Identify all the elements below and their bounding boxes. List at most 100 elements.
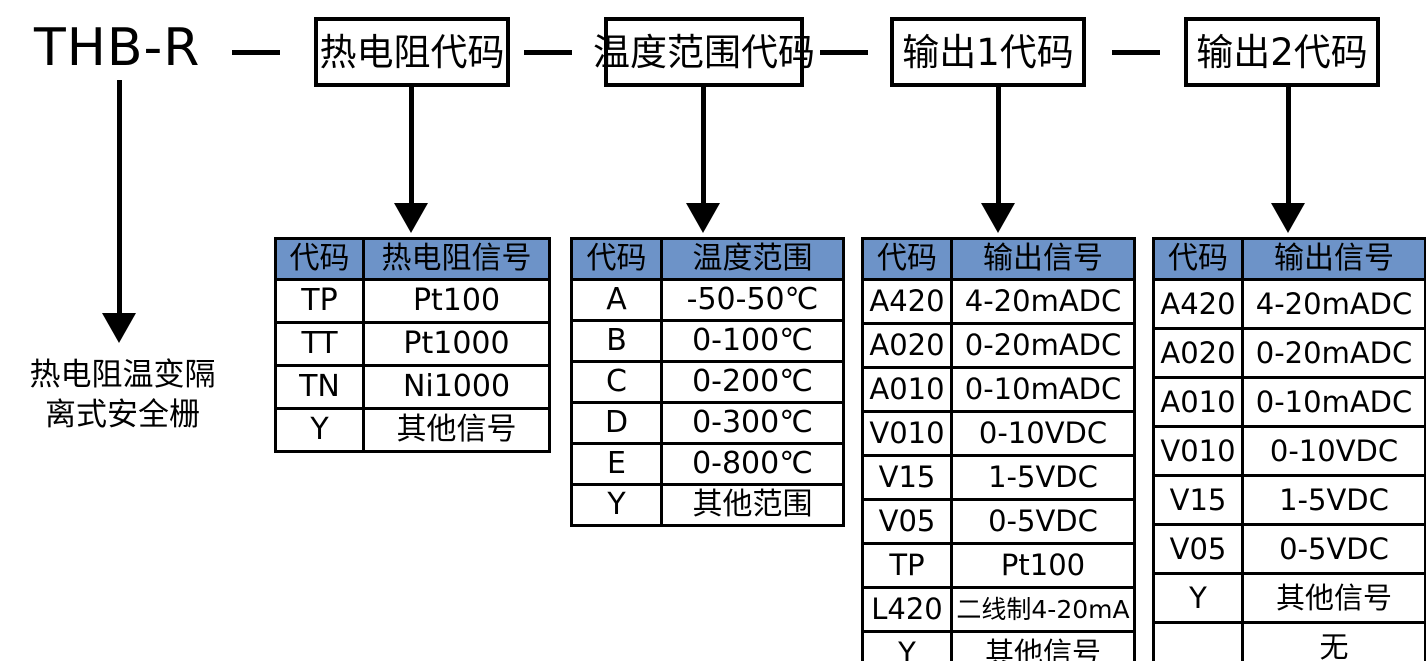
cell-value: 1-5VDC [950, 454, 1136, 501]
cell-code: V15 [1152, 474, 1244, 526]
cell-code: A020 [861, 322, 953, 369]
cell-code: TP [861, 542, 953, 589]
arrow-line-rtd [409, 87, 414, 205]
table-row: L420 二线制4-20mA [861, 586, 1136, 633]
separator-dash-3 [820, 50, 868, 55]
cell-value: 其他范围 [660, 483, 845, 527]
arrow-line-temperature-range [701, 87, 706, 205]
cell-code: L420 [861, 586, 953, 633]
temperature-range-table: 代码 温度范围 A -50-50℃ B 0-100℃ C 0-200℃ D 0-… [570, 237, 845, 527]
cell-value: Pt1000 [362, 321, 551, 367]
cell-code: A010 [861, 366, 953, 413]
cell-code: A020 [1152, 327, 1244, 379]
separator-dash-2 [524, 50, 572, 55]
header-box-output2-code: 输出2代码 [1184, 17, 1380, 87]
cell-value: 1-5VDC [1241, 474, 1426, 526]
arrow-line-model [117, 80, 122, 315]
table-row: A020 0-20mADC [1152, 327, 1426, 379]
column-header-code: 代码 [1152, 237, 1244, 281]
column-header-signal: 输出信号 [1241, 237, 1426, 281]
model-prefix-label: THB-R [34, 18, 201, 78]
table-row: A010 0-10mADC [1152, 376, 1426, 428]
header-box-rtd-code: 热电阻代码 [314, 17, 510, 87]
product-description-caption: 热电阻温变隔 离式安全栅 [0, 356, 245, 435]
table-row: V010 0-10VDC [861, 410, 1136, 457]
cell-value: Ni1000 [362, 364, 551, 410]
cell-value: 其他信号 [362, 407, 551, 453]
output1-signal-table: 代码 输出信号 A420 4-20mADC A020 0-20mADC A010… [861, 237, 1136, 661]
table-row: D 0-300℃ [570, 401, 845, 445]
arrow-head-model [102, 313, 136, 343]
cell-value: 0-100℃ [660, 319, 845, 363]
column-header-range: 温度范围 [660, 237, 845, 281]
table-row: A010 0-10mADC [861, 366, 1136, 413]
cell-value: 0-10VDC [1241, 425, 1426, 477]
cell-value: 0-10mADC [950, 366, 1136, 413]
cell-code: V010 [1152, 425, 1244, 477]
table-row: A020 0-20mADC [861, 322, 1136, 369]
cell-code [1152, 621, 1244, 661]
table-row: Y 其他信号 [1152, 572, 1426, 624]
cell-code: Y [274, 407, 365, 453]
table-row: A420 4-20mADC [861, 278, 1136, 325]
table-row: V05 0-5VDC [861, 498, 1136, 545]
output2-signal-table: 代码 输出信号 A420 4-20mADC A020 0-20mADC A010… [1152, 237, 1426, 661]
table-row: A420 4-20mADC [1152, 278, 1426, 330]
table-row: E 0-800℃ [570, 442, 845, 486]
cell-code: V010 [861, 410, 953, 457]
column-header-signal: 热电阻信号 [362, 237, 551, 281]
cell-code: TP [274, 278, 365, 324]
arrow-head-output1 [981, 203, 1015, 233]
header-box-output1-code: 输出1代码 [890, 17, 1086, 87]
arrow-head-rtd [394, 203, 428, 233]
cell-value: 无 [1241, 621, 1426, 661]
cell-value: 4-20mADC [1241, 278, 1426, 330]
table-header-row: 代码 输出信号 [861, 237, 1136, 281]
table-row: V15 1-5VDC [1152, 474, 1426, 526]
arrow-line-output1 [996, 87, 1001, 205]
cell-value: 0-10VDC [950, 410, 1136, 457]
cell-code: TN [274, 364, 365, 410]
cell-code: A010 [1152, 376, 1244, 428]
cell-code: Y [861, 630, 953, 661]
cell-value: 二线制4-20mA [950, 586, 1136, 633]
table-row: Y 其他信号 [274, 407, 551, 453]
cell-code: V05 [1152, 523, 1244, 575]
table-header-row: 代码 输出信号 [1152, 237, 1426, 281]
table-row: Y 其他范围 [570, 483, 845, 527]
rtd-signal-table: 代码 热电阻信号 TP Pt100 TT Pt1000 TN Ni1000 Y … [274, 237, 551, 453]
table-header-row: 代码 热电阻信号 [274, 237, 551, 281]
table-row: A -50-50℃ [570, 278, 845, 322]
table-row: B 0-100℃ [570, 319, 845, 363]
table-row: V15 1-5VDC [861, 454, 1136, 501]
table-row: Y 其他信号 [861, 630, 1136, 661]
cell-value: 0-10mADC [1241, 376, 1426, 428]
cell-value: 0-5VDC [1241, 523, 1426, 575]
table-row: V05 0-5VDC [1152, 523, 1426, 575]
column-header-signal: 输出信号 [950, 237, 1136, 281]
cell-value: 0-5VDC [950, 498, 1136, 545]
table-row: TT Pt1000 [274, 321, 551, 367]
arrow-head-output2 [1271, 203, 1305, 233]
table-row: TN Ni1000 [274, 364, 551, 410]
cell-value: 其他信号 [1241, 572, 1426, 624]
column-header-code: 代码 [274, 237, 365, 281]
cell-code: D [570, 401, 663, 445]
arrow-line-output2 [1286, 87, 1291, 205]
arrow-head-temperature-range [686, 203, 720, 233]
cell-value: 0-20mADC [1241, 327, 1426, 379]
separator-dash-1 [232, 50, 280, 55]
caption-line-1: 热电阻温变隔 [29, 357, 216, 393]
cell-code: Y [1152, 572, 1244, 624]
cell-value: 0-800℃ [660, 442, 845, 486]
cell-value: -50-50℃ [660, 278, 845, 322]
cell-value: 0-200℃ [660, 360, 845, 404]
cell-code: A [570, 278, 663, 322]
cell-code: TT [274, 321, 365, 367]
cell-value: 0-300℃ [660, 401, 845, 445]
cell-code: Y [570, 483, 663, 527]
cell-code: B [570, 319, 663, 363]
table-row: C 0-200℃ [570, 360, 845, 404]
table-row: TP Pt100 [861, 542, 1136, 589]
